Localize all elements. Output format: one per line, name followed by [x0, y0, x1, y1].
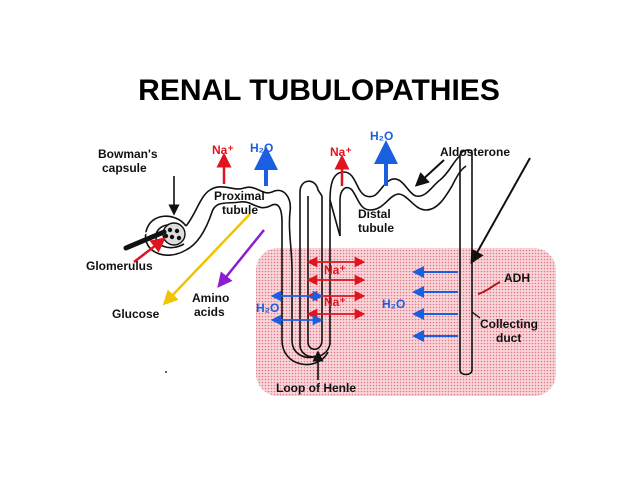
amino-label-1: Amino [192, 291, 229, 305]
adh-label: ADH [504, 271, 530, 285]
loop-label: Loop of Henle [276, 381, 356, 395]
collecting-label-1: Collecting [480, 317, 538, 331]
glucose-label: Glucose [112, 307, 160, 321]
distal-tubule [329, 155, 467, 237]
page-title: RENAL TUBULOPATHIES [138, 74, 500, 107]
adh-pointer-long [470, 157, 531, 265]
h2o-label-right: H₂O [382, 297, 405, 311]
na-label-proximal: Na⁺ [212, 143, 234, 157]
na-label-loop: Na⁺ [330, 145, 352, 159]
h2o-label-distal: H₂O [370, 129, 393, 143]
bowmans-label-2: capsule [102, 161, 147, 175]
h2o-label-left: H₂O [256, 301, 279, 315]
proximal-label-1: Proximal [214, 189, 265, 203]
distal-label-2: tubule [358, 221, 394, 235]
h2o-left-arrows [270, 290, 324, 326]
bowmans-label-1: Bowman's [98, 147, 158, 161]
proximal-label-2: tubule [222, 203, 258, 217]
na-label-inner-1: Na⁺ [324, 263, 346, 277]
stray-dot [165, 371, 167, 373]
amino-label-2: acids [194, 305, 225, 319]
amino-arrow [217, 229, 265, 288]
collecting-label-2: duct [496, 331, 521, 345]
adh-pointer [477, 281, 501, 295]
afferent-arteriole [123, 229, 167, 251]
na-label-inner-2: Na⁺ [324, 295, 346, 309]
aldosterone-pointer [414, 159, 445, 187]
h2o-collecting-arrows [412, 266, 458, 342]
glomerulus-pointer [133, 237, 166, 263]
glomerulus [162, 222, 186, 246]
efferent-arteriole [135, 225, 161, 239]
glomerulus-label: Glomerulus [86, 259, 153, 273]
glucose-arrow [162, 213, 251, 306]
proximal-tubule [185, 186, 329, 366]
aldosterone-label: Aldosterone [440, 145, 510, 159]
collecting-pointer [471, 311, 481, 319]
distal-label-1: Distal [358, 207, 391, 221]
h2o-label-proximal: H₂O [250, 141, 273, 155]
